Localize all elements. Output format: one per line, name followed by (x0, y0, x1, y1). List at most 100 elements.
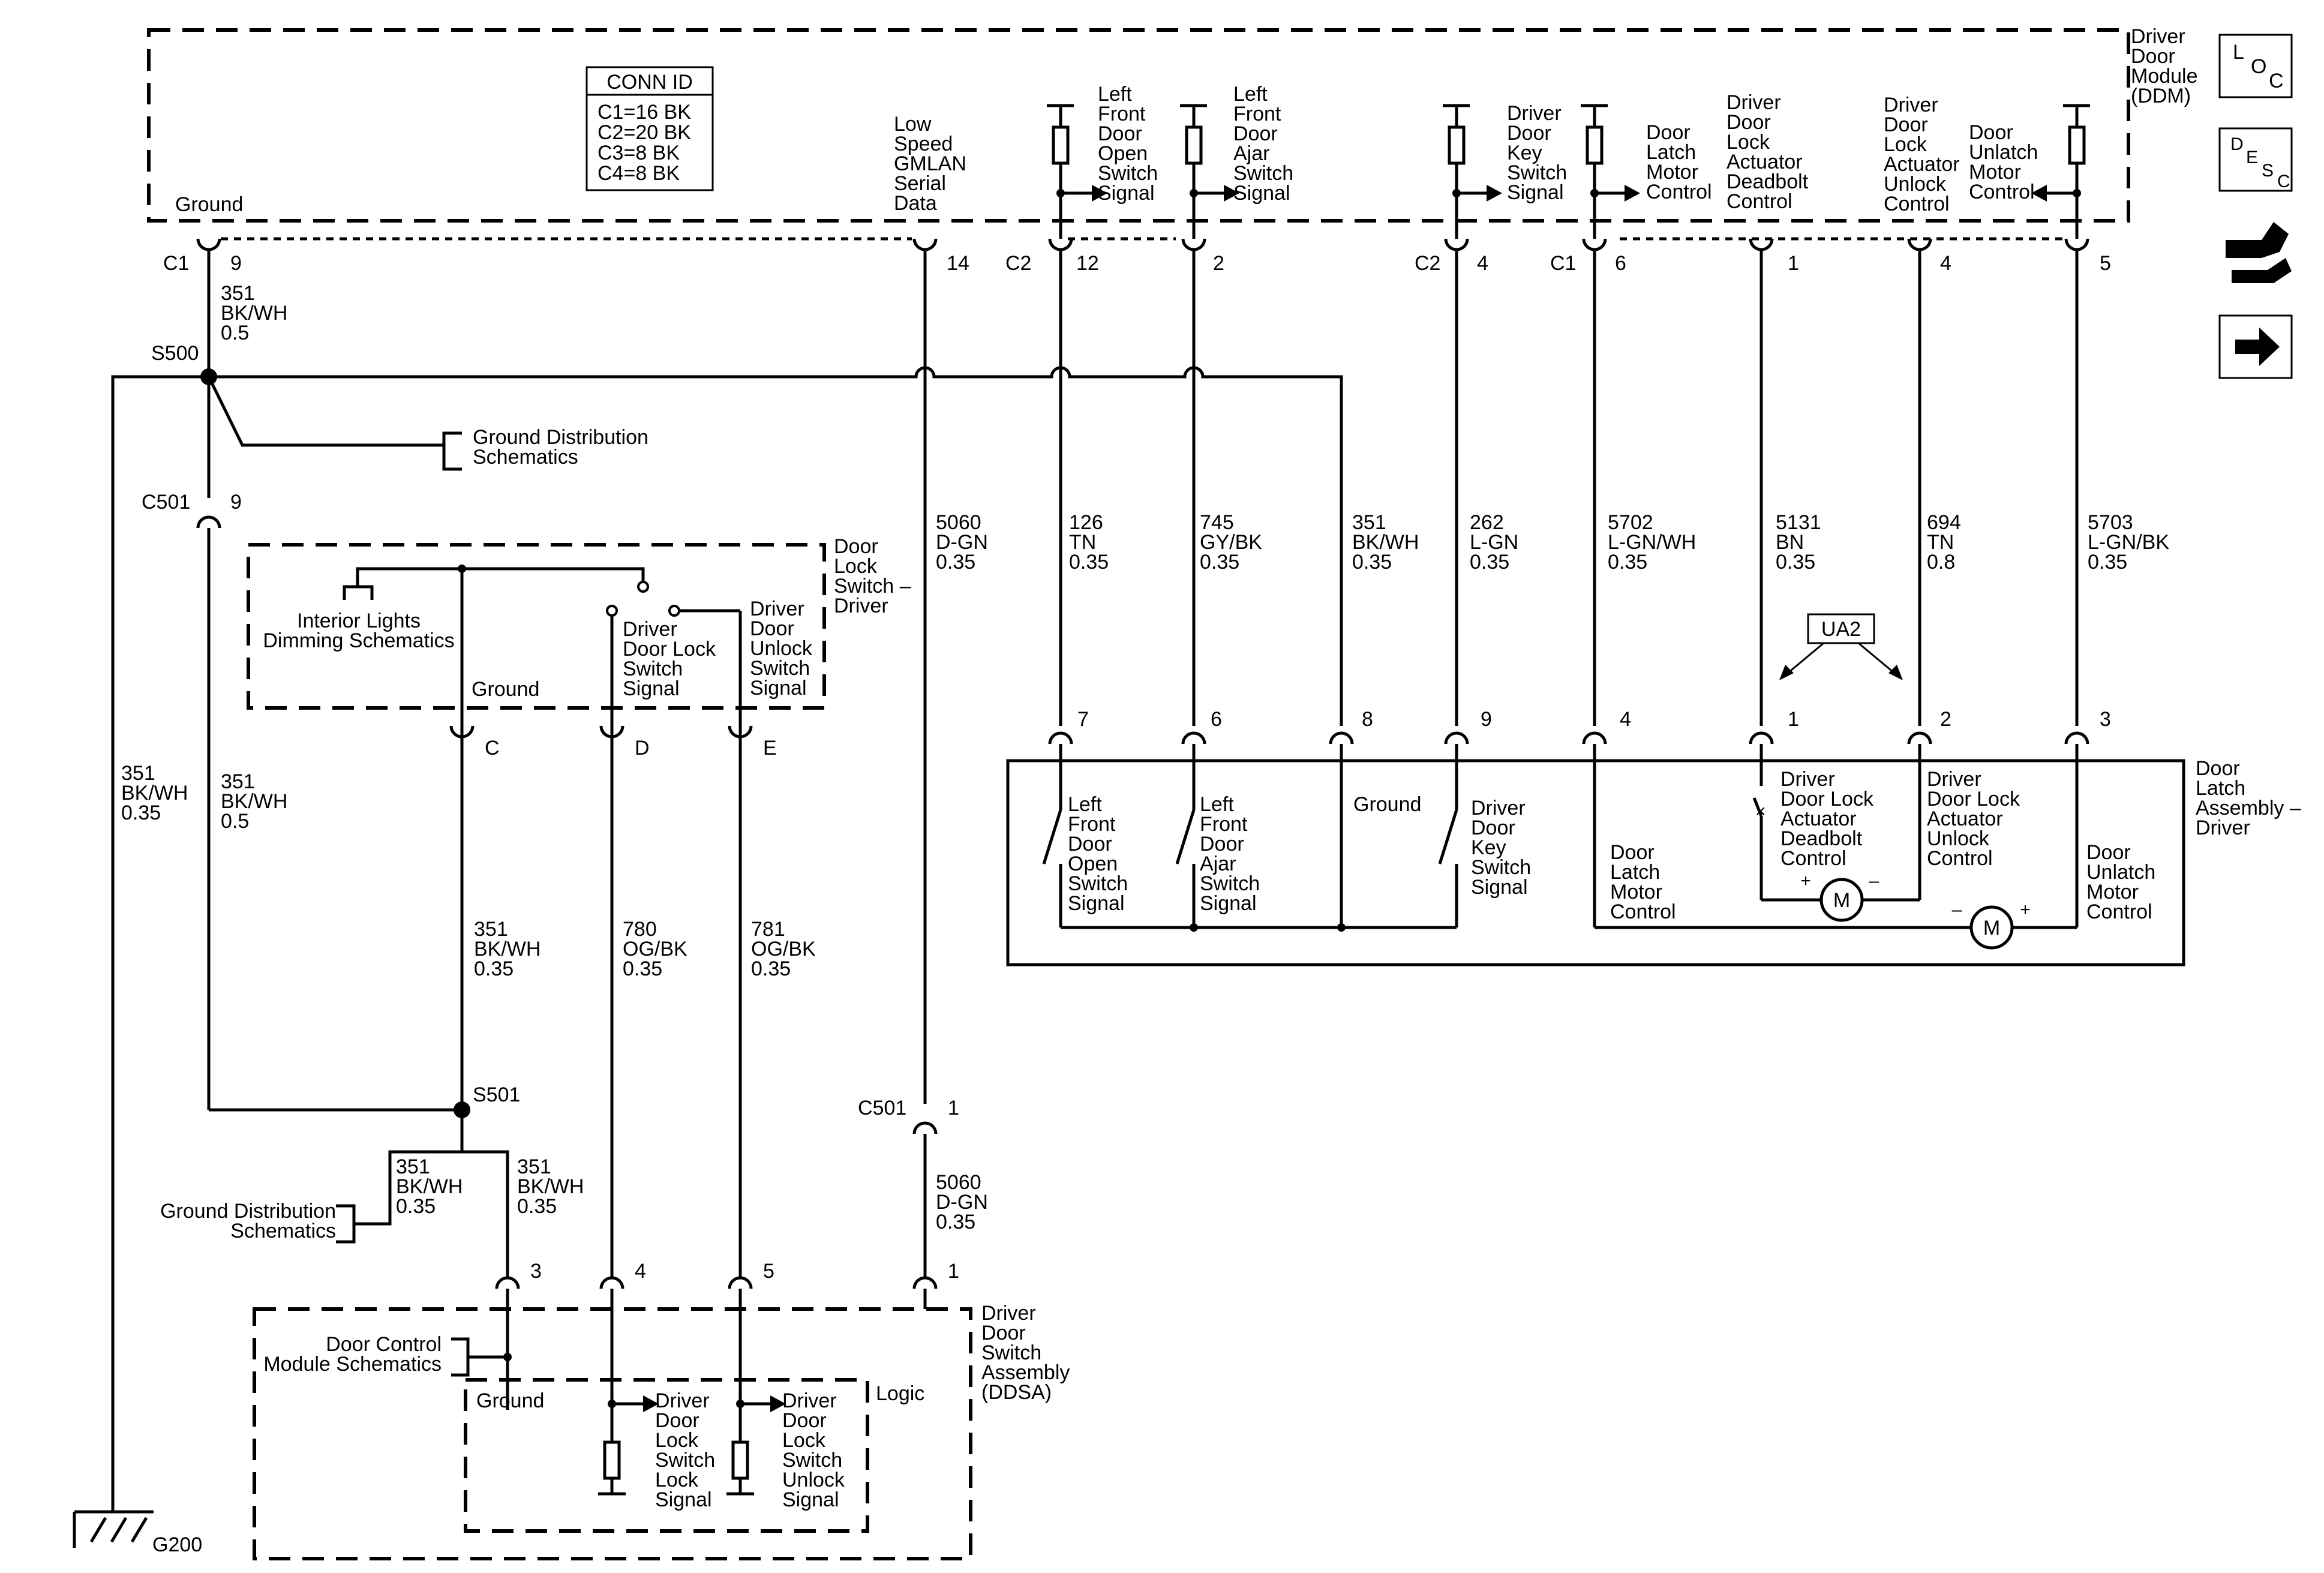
ddsa-connector-pins (495, 1276, 938, 1289)
ddm-module-box (147, 28, 2130, 223)
connector-plug-icon[interactable] (2226, 222, 2292, 283)
label-ground-ddm: Ground (175, 193, 243, 216)
latch-connector-pins (1048, 731, 2089, 745)
label-bp5: 5 (763, 1260, 774, 1283)
label-lp1: 1 (1788, 708, 1799, 731)
conn-id-c1: C1=16 BK (597, 101, 691, 124)
wires (111, 250, 2079, 1512)
svg-text:–: – (1952, 900, 1962, 920)
label-s500: S500 (151, 342, 199, 365)
conn-id-c4: C4=8 BK (597, 162, 680, 185)
deadbolt-motor: M + – (1800, 871, 1879, 922)
label-lp4: 4 (1620, 708, 1631, 731)
ground-dist-bracket-2 (336, 1204, 356, 1244)
ddm-internal-circuits (1047, 104, 2090, 239)
label-pin14: 14 (947, 252, 969, 275)
svg-text:D: D (2230, 134, 2244, 154)
svg-text:M: M (1833, 889, 1850, 912)
label-pin6a: 6 (1615, 252, 1626, 275)
label-bp3: 3 (530, 1260, 542, 1283)
label-pinC: C (485, 737, 500, 760)
loc-icon[interactable]: L O C (2218, 34, 2293, 98)
door-lock-switch-pins (449, 725, 753, 739)
svg-text:–: – (1869, 871, 1879, 891)
splice-s501 (454, 1101, 470, 1118)
label-pinE: E (763, 737, 777, 760)
deadbolt-switch-mark: × (1755, 801, 1766, 821)
unlatch-motor: M – + (1952, 900, 2031, 950)
label-pinD: D (635, 737, 650, 760)
conn-id-title: CONN ID (606, 71, 693, 94)
next-page-icon[interactable] (2218, 314, 2293, 379)
ground-dist-bracket-1 (442, 431, 462, 471)
label-c1-b: C1 (1550, 252, 1576, 275)
ddm-connector-pins (196, 238, 2089, 251)
label-ground-dls: Ground (472, 678, 539, 701)
label-pin4b: 4 (1940, 252, 1951, 275)
label-c501a: C501 (142, 491, 190, 514)
door-lock-switch-box (247, 543, 826, 710)
label-c2-a: C2 (1005, 252, 1031, 275)
c501-upper-cup (196, 515, 221, 529)
svg-text:C: C (2269, 70, 2284, 92)
label-lp8: 8 (1362, 708, 1373, 731)
label-ground-ddsa: Ground (476, 1389, 544, 1412)
ddsa-box (253, 1307, 972, 1560)
label-s501: S501 (473, 1083, 520, 1106)
svg-text:+: + (2020, 900, 2031, 920)
label-bp1: 1 (948, 1260, 959, 1283)
svg-text:M: M (1983, 917, 2000, 939)
label-c501b: C501 (858, 1097, 906, 1119)
g200-ground-icon (73, 1510, 154, 1548)
label-pin1a: 1 (1788, 252, 1799, 275)
splice-s500 (200, 368, 217, 385)
conn-id-box: CONN ID C1=16 BK C2=20 BK C3=8 BK C4=8 B… (585, 66, 714, 191)
ua2-callout (1779, 613, 1903, 680)
svg-text:S: S (2262, 161, 2274, 181)
label-lp6: 6 (1211, 708, 1222, 731)
svg-text:E: E (2246, 148, 2258, 167)
label-bp4: 4 (635, 1260, 646, 1283)
desc-icon[interactable]: D E S C (2218, 127, 2293, 192)
label-c501b-pin: 1 (948, 1097, 959, 1119)
label-pin5a: 5 (2100, 252, 2111, 275)
latch-internals (1042, 744, 2079, 929)
svg-text:O: O (2251, 55, 2266, 78)
